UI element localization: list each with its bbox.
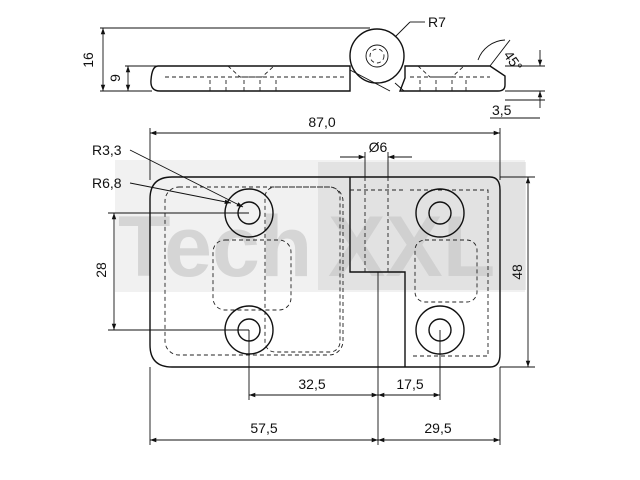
dim-chamfer-angle: 45° [501, 48, 526, 75]
dim-hole-spacing-right: 17,5 [396, 376, 423, 392]
dim-pin-diameter: Ø6 [369, 139, 388, 155]
dim-knuckle-radius: R7 [428, 14, 446, 30]
dim-offset: 3,5 [492, 102, 512, 118]
dim-hole-radius-small: R3,3 [92, 142, 122, 158]
dim-leaf-left-width: 57,5 [250, 420, 277, 436]
dim-leaf-right-width: 29,5 [424, 420, 451, 436]
dim-hole-spacing-vertical: 28 [93, 262, 109, 278]
dim-height-total: 16 [80, 52, 96, 68]
dim-height-leaf: 9 [107, 74, 123, 82]
watermark-text-xxl: XXL [328, 199, 495, 295]
knuckle [349, 28, 405, 84]
side-view: 16 9 R7 45° 3,5 [80, 14, 545, 119]
dim-hole-spacing-left: 32,5 [298, 376, 325, 392]
watermark: Tech XXL [115, 160, 526, 295]
hinge-outline [149, 176, 501, 368]
front-view: 87,0 Ø6 R3,3 R6,8 28 48 32,5 17,5 [92, 114, 535, 445]
dim-height-total: 48 [509, 264, 525, 280]
dim-hole-radius-large: R6,8 [92, 175, 122, 191]
hole-top-right [415, 188, 465, 238]
dim-width-total: 87,0 [308, 114, 335, 130]
